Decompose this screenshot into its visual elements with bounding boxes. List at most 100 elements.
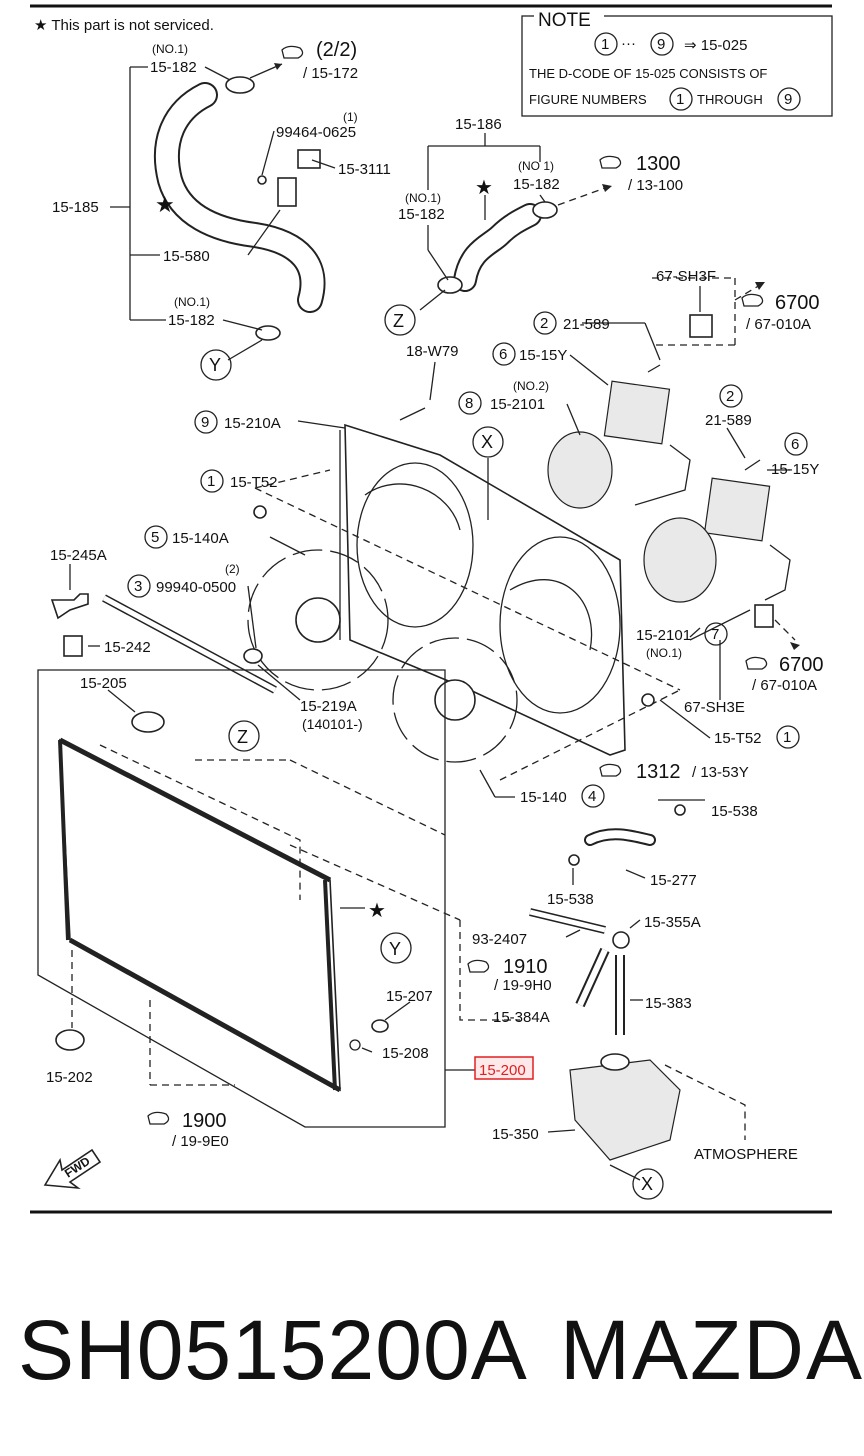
label-15-15y-b: 15-15Y: [771, 461, 819, 478]
fwd-arrow-icon: FWD: [43, 1148, 102, 1190]
callout-6700b-icon: [745, 656, 768, 670]
nut-99940: [243, 648, 263, 664]
label-no1-a: (NO.1): [152, 42, 188, 56]
label-15-3111: 15-3111: [338, 161, 391, 178]
num-4-text: 4: [588, 788, 596, 805]
callout-1312-icon: [599, 763, 622, 777]
label-15-210a: 15-210A: [224, 415, 281, 432]
fan-motor-no2: [547, 431, 613, 509]
fan-controller-group: [569, 277, 800, 700]
label-67-sh3e: 67-SH3E: [684, 699, 745, 716]
label-67-sh3f: 67-SH3F: [656, 268, 716, 285]
bracket-15-245a: [50, 593, 89, 620]
hose-clamp-lower: [255, 325, 281, 341]
marker-z-top: [384, 304, 416, 336]
parts-diagram: ★ This part is not serviced. NOTE 1 ··· …: [30, 4, 833, 1214]
brand-name: MAZDA: [560, 1303, 864, 1397]
callout-1910-text: 1910: [503, 956, 548, 978]
label-93-2407: 93-2407: [472, 931, 527, 948]
label-15-2101-a: 15-2101: [490, 396, 545, 413]
num-5-text: 5: [151, 529, 159, 546]
callout-67-010a-b: / 67-010A: [752, 677, 817, 694]
cap-15-205: [131, 711, 165, 733]
callout-67-010a-a: / 67-010A: [746, 316, 811, 333]
num-8: [458, 391, 482, 415]
num-1-a-text: 1: [207, 473, 215, 490]
num-6-a-text: 6: [499, 346, 507, 363]
lower-hose-group: [419, 133, 558, 311]
clamp-15-538-a: [568, 854, 580, 866]
callout-1300-text: 1300: [636, 153, 681, 175]
clamp-15-355a: [612, 931, 630, 949]
label-15-208: 15-208: [382, 1045, 429, 1062]
label-15-185: 15-185: [52, 199, 99, 216]
marker-x-reservoir-text: X: [641, 1174, 653, 1194]
label-15-580: 15-580: [163, 248, 210, 265]
num-5: [144, 525, 168, 549]
marker-z-top-text: Z: [393, 311, 404, 331]
seal-15-219a: [102, 595, 277, 693]
callout-6700b-text: 6700: [779, 654, 824, 676]
bracket-clip: [297, 149, 321, 169]
label-no1-d: (NO 1): [518, 159, 554, 173]
note-circle-9: 9: [657, 36, 665, 53]
label-no1-b: (NO.1): [174, 295, 210, 309]
fan-15-140: [392, 637, 518, 763]
label-140101: (140101-): [302, 716, 363, 732]
callout-1312-text: 1312: [636, 761, 681, 783]
upper-radiator-hose-group: [110, 66, 336, 361]
label-no1-c: (NO.1): [405, 191, 441, 205]
callout-1300: 1300 / 13-100: [557, 153, 683, 206]
marker-y-upper-text: Y: [209, 355, 221, 375]
num-2-a-text: 2: [540, 315, 548, 332]
label-21-589-a: 21-589: [563, 316, 610, 333]
num-9-text: 9: [201, 414, 209, 431]
callout-13-53y: / 13-53Y: [692, 764, 749, 781]
label-15-t52-a: 15-T52: [230, 474, 278, 491]
label-15-384a: 15-384A: [493, 1009, 550, 1026]
note-circle-1: 1: [601, 36, 609, 53]
num-6-b: [784, 432, 808, 456]
screw-21-589-a: [647, 364, 661, 373]
label-21-589-b: 21-589: [705, 412, 752, 429]
label-15-383: 15-383: [645, 995, 692, 1012]
label-15-538-b: 15-538: [547, 891, 594, 908]
marker-x-top: [472, 426, 504, 458]
num-1-b: [776, 725, 800, 749]
shroud-opening-left: [356, 462, 474, 628]
screw-15-t52-b: [641, 693, 655, 707]
footer: SH0515200A MAZDA: [0, 1300, 864, 1410]
hose-93-2407: [529, 909, 606, 933]
marker-x-reservoir: [632, 1168, 664, 1200]
label-15-t52-b: 15-T52: [714, 730, 762, 747]
label-15-538-a: 15-538: [711, 803, 758, 820]
label-15-205: 15-205: [80, 675, 127, 692]
control-module-a: [603, 380, 671, 445]
radiator-hidden-edge: [99, 744, 301, 900]
connector-67-sh3f: [689, 314, 713, 338]
fan-shroud: [344, 423, 626, 756]
star-radiator: ★: [368, 900, 386, 922]
label-no1-e: (NO.1): [646, 646, 682, 660]
label-no2: (NO.2): [513, 379, 549, 393]
marker-y-radiator-text: Y: [389, 939, 401, 959]
num-8-text: 8: [465, 395, 473, 412]
star-15-186: ★: [475, 177, 493, 199]
fan-motor-no1: [643, 517, 717, 603]
reservoir-cap: [600, 1053, 630, 1071]
label-15-219a: 15-219A: [300, 698, 357, 715]
callout-13-100: / 13-100: [628, 177, 683, 194]
label-15-242: 15-242: [104, 639, 151, 656]
hose-bracket: [277, 177, 297, 207]
label-15-277: 15-277: [650, 872, 697, 889]
note-ellipsis: ···: [621, 35, 636, 52]
mount-15-242: [63, 635, 83, 657]
screw-21-589-b: [744, 459, 761, 471]
marker-x-top-text: X: [481, 432, 493, 452]
reference-icon: [281, 45, 304, 59]
label-atmosphere: ATMOSPHERE: [694, 1146, 798, 1163]
num-2-a: [533, 311, 557, 335]
legend-star-text: ★ This part is not serviced.: [34, 17, 214, 34]
num-7-text: 7: [711, 626, 719, 643]
hose-15-277: [586, 830, 654, 844]
